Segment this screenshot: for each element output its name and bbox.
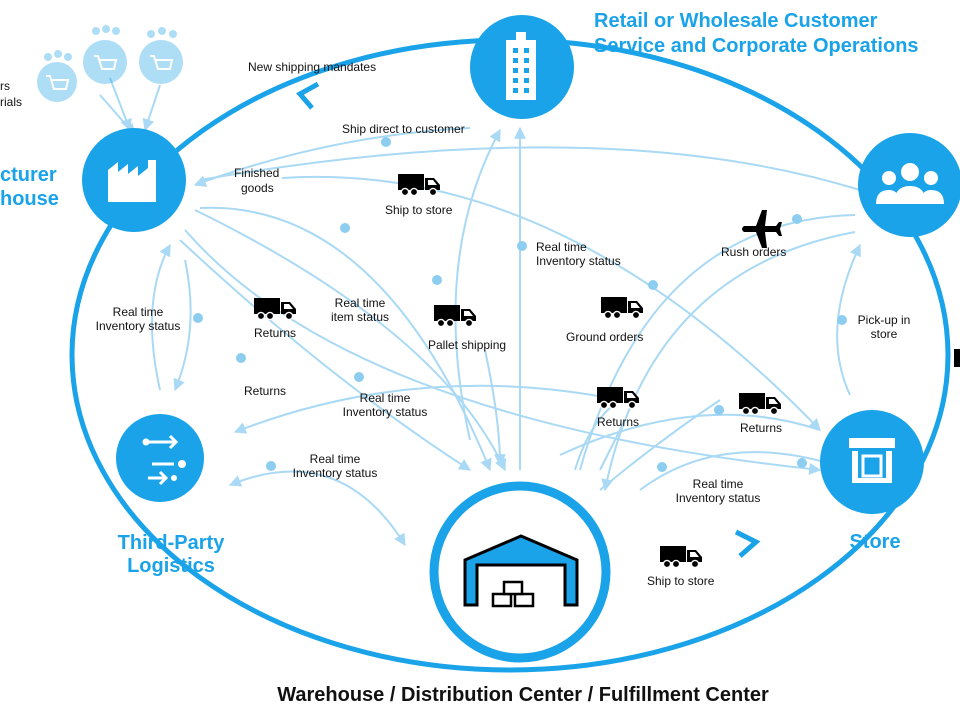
people-group-icon — [876, 163, 944, 204]
storefront-icon — [849, 438, 895, 483]
truck-icon — [738, 392, 782, 416]
third-party-node[interactable] — [116, 414, 204, 502]
manufacturer-title-1: cturer — [0, 164, 57, 186]
flow-label: Inventory status — [293, 466, 378, 480]
flow-label: Ship to store — [647, 574, 715, 588]
loop-arrow-top-left — [296, 81, 320, 110]
suppliers-label-2: rials — [0, 95, 22, 109]
third-party-title-2: Logistics — [127, 555, 215, 577]
retail-title-1: Retail or Wholesale Customer — [594, 10, 878, 32]
flow-label: Real time — [536, 240, 587, 254]
store-title: Store — [849, 531, 900, 553]
flow-label: Pallet shipping — [428, 338, 506, 352]
flow-label: Inventory status — [536, 254, 621, 268]
flow-label: Ground orders — [566, 330, 643, 344]
warehouse-node[interactable] — [429, 481, 611, 663]
retail-node[interactable] — [470, 15, 574, 119]
flow-label: item status — [331, 310, 389, 324]
office-building-icon — [506, 32, 536, 100]
flow-label: Real time — [113, 305, 164, 319]
truck-icon — [397, 173, 441, 197]
flow-process-icon — [148, 434, 179, 486]
flow-lines — [99, 77, 861, 547]
flow-label: Real time — [335, 296, 386, 310]
flow-label: goods — [241, 181, 274, 195]
retail-title-2: Service and Corporate Operations — [594, 35, 919, 57]
flow-label: Real time — [693, 477, 744, 491]
flow-label: Real time — [310, 452, 361, 466]
flow-label: Returns — [244, 384, 286, 398]
truck-icon — [600, 296, 644, 320]
flow-label: Inventory status — [676, 491, 761, 505]
warehouse-title: Warehouse / Distribution Center / Fulfil… — [277, 684, 769, 706]
flow-label: Pick-up in — [858, 313, 911, 327]
manufacturer-title-2: house — [0, 188, 59, 210]
shopping-cart-icon — [46, 55, 174, 90]
flow-label: Rush orders — [721, 245, 786, 259]
store-node[interactable] — [820, 410, 924, 514]
truck-icon — [596, 386, 640, 410]
truck-icon-edge — [954, 349, 960, 367]
flow-label: Returns — [597, 415, 639, 429]
supplier-cluster — [37, 25, 183, 102]
flow-label: Real time — [360, 391, 411, 405]
manufacturer-node[interactable] — [82, 128, 186, 232]
flow-label: Ship direct to customer — [342, 122, 465, 136]
loop-arrow-bottom-right — [734, 529, 761, 558]
truck-icon — [659, 545, 703, 569]
customers-node[interactable] — [858, 133, 960, 237]
flow-label: Finished — [234, 166, 279, 180]
flow-label: Ship to store — [385, 203, 453, 217]
flow-label: New shipping mandates — [248, 60, 376, 74]
factory-icon — [108, 160, 156, 202]
suppliers-label-1: rs — [0, 79, 10, 93]
warehouse-icon — [463, 534, 579, 608]
flow-dots — [193, 137, 847, 472]
flow-label: Returns — [254, 326, 296, 340]
flow-label: store — [871, 327, 898, 341]
flow-label: Inventory status — [343, 405, 428, 419]
flow-label: Inventory status — [96, 319, 181, 333]
third-party-title-1: Third-Party — [118, 532, 226, 554]
truck-icon — [253, 297, 297, 321]
flow-label: Returns — [740, 421, 782, 435]
airplane-icon — [742, 210, 782, 248]
